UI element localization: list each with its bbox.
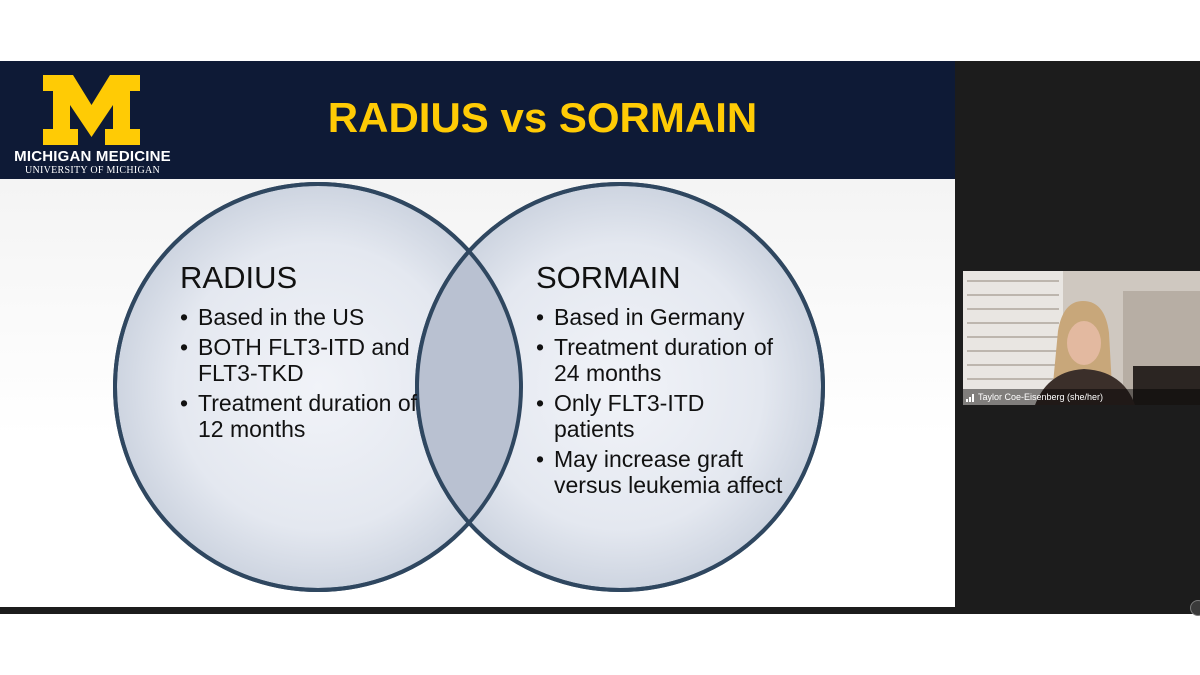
participant-video-tile[interactable]: Taylor Coe-Eisenberg (she/her) (963, 271, 1200, 405)
venn-right-outline (415, 182, 825, 592)
slide-header: MICHIGAN MEDICINE UNIVERSITY OF MICHIGAN… (0, 61, 955, 179)
radius-text: RADIUS Based in the US BOTH FLT3-ITD and… (180, 260, 420, 446)
venn-left-outline (113, 182, 523, 592)
participant-video-feed (963, 271, 1200, 405)
venn-diagram (113, 182, 825, 592)
block-m-logo-icon (43, 75, 140, 145)
sormain-bullet: Only FLT3-ITD patients (536, 390, 786, 442)
radius-heading: RADIUS (180, 260, 298, 295)
radius-bullet: Treatment duration of 12 months (180, 390, 420, 442)
radius-bullet: Based in the US (180, 304, 420, 330)
participant-name: Taylor Coe-Eisenberg (she/her) (978, 392, 1104, 402)
radius-bullets: Based in the US BOTH FLT3-ITD and FLT3-T… (180, 304, 420, 442)
logo-line-2: UNIVERSITY OF MICHIGAN (24, 165, 161, 176)
sormain-bullet: Treatment duration of 24 months (536, 334, 786, 386)
sormain-bullets: Based in Germany Treatment duration of 2… (536, 304, 786, 498)
shared-slide: MICHIGAN MEDICINE UNIVERSITY OF MICHIGAN… (0, 61, 955, 607)
signal-bars-icon (966, 394, 974, 402)
sormain-text: SORMAIN Based in Germany Treatment durat… (536, 260, 786, 502)
sormain-heading: SORMAIN (536, 260, 681, 295)
radius-bullet: BOTH FLT3-ITD and FLT3-TKD (180, 334, 420, 386)
slide-title: RADIUS vs SORMAIN (327, 94, 758, 141)
sormain-bullet: Based in Germany (536, 304, 786, 330)
michigan-medicine-logo: MICHIGAN MEDICINE UNIVERSITY OF MICHIGAN (0, 61, 185, 179)
zoom-share-window: MICHIGAN MEDICINE UNIVERSITY OF MICHIGAN… (0, 61, 1200, 614)
slide-body (0, 179, 955, 607)
participant-name-tag: Taylor Coe-Eisenberg (she/her) (963, 389, 1200, 405)
chevron-right-icon[interactable] (1190, 600, 1200, 616)
logo-line-1: MICHIGAN MEDICINE (14, 148, 171, 165)
sormain-bullet: May increase graft versus leukemia affec… (536, 446, 786, 498)
